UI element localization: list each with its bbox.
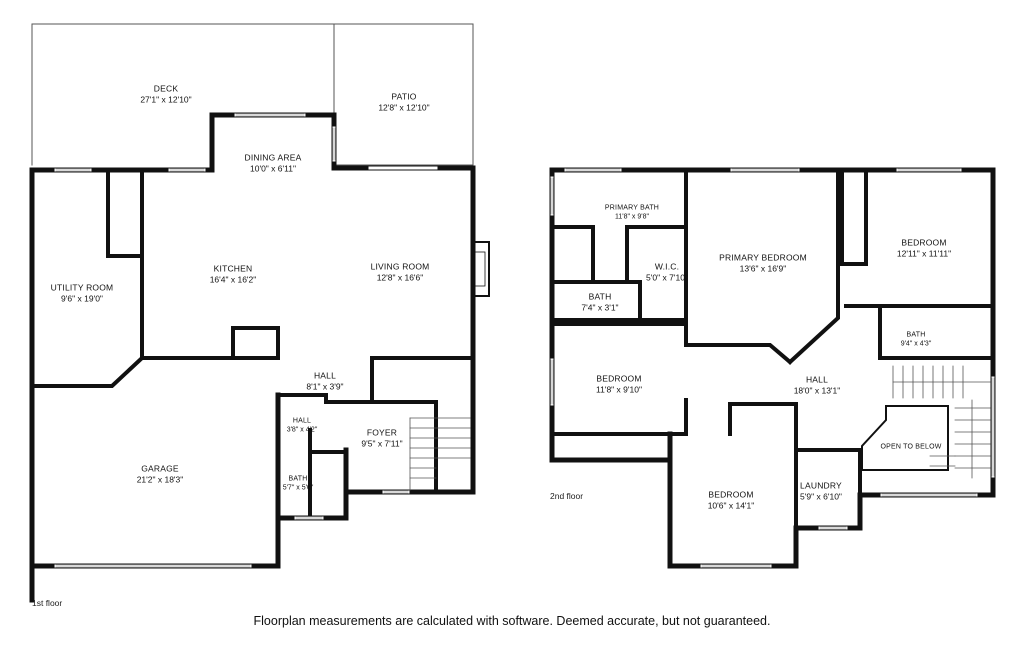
- room-dimensions: 10'0" x 6'11": [250, 164, 296, 174]
- room-dimensions: 8'1" x 3'9": [306, 382, 344, 392]
- room-dimensions: 3'8" x 4'2": [286, 427, 318, 434]
- second-floor-stairs: [892, 365, 991, 479]
- second-floor-exterior-walls: [549, 167, 996, 569]
- room-dimensions: 11'8" x 9'10": [596, 385, 642, 395]
- room-dimensions: 12'8" x 16'6": [376, 273, 424, 283]
- room-name: LAUNDRY: [800, 480, 842, 491]
- room-name: OPEN TO BELOW: [880, 443, 942, 451]
- room-label-dining-area: DINING AREA 10'0" x 6'11": [245, 153, 302, 176]
- room-label-utility-room: UTILITY ROOM 9'6" x 19'0": [51, 283, 114, 306]
- room-label-living-room: LIVING ROOM 12'8" x 16'6": [371, 262, 430, 285]
- room-dimensions: 12'8" x 12'10": [378, 103, 430, 113]
- room-label-primary-bath: PRIMARY BATH 11'8" x 9'8": [605, 204, 659, 223]
- room-dimensions: 7'4" x 3'1": [581, 303, 619, 313]
- room-dimensions: 13'6" x 16'9": [739, 264, 787, 274]
- second-floor-windows: [550, 168, 995, 568]
- room-label-bedroom-west: BEDROOM 11'8" x 9'10": [596, 374, 642, 397]
- room-label-bath-east: BATH 9'4" x 4'3": [901, 331, 932, 350]
- room-label-deck: DECK 27'1" x 12'10": [140, 84, 191, 107]
- second-floor-plan: [549, 167, 996, 569]
- room-dimensions: 9'5" x 7'11": [361, 439, 403, 449]
- room-label-bath-first-floor: BATH 5'7" x 5'6": [283, 475, 314, 494]
- room-label-laundry: LAUNDRY 5'9" x 6'10": [800, 481, 842, 504]
- room-label-open-to-below: OPEN TO BELOW: [880, 442, 941, 451]
- first-floor-windows: [54, 113, 438, 568]
- room-name: BATH: [288, 475, 308, 483]
- first-floor-plan: [29, 23, 490, 603]
- open-to-below-railing: [861, 405, 949, 471]
- room-label-bath-upstairs: BATH 7'4" x 3'1": [581, 292, 618, 315]
- room-name: LIVING ROOM: [370, 261, 430, 272]
- room-name: PATIO: [391, 91, 417, 102]
- room-label-wic: W.I.C. 5'0" x 7'10": [646, 262, 688, 285]
- floor-label-second: 2nd floor: [550, 491, 584, 501]
- room-name: GARAGE: [141, 463, 179, 474]
- room-dimensions: 16'4" x 16'2": [209, 275, 257, 285]
- room-name: FOYER: [366, 427, 398, 438]
- disclaimer-text: Floorplan measurements are calculated wi…: [253, 614, 771, 628]
- room-dimensions: 5'7" x 5'6": [282, 485, 314, 492]
- second-floor-interior-walls: [550, 168, 995, 530]
- second-floor-window-panes: [550, 168, 995, 568]
- room-name: KITCHEN: [213, 263, 253, 274]
- room-dimensions: 12'11" x 11'11": [896, 249, 952, 259]
- room-dimensions: 5'0" x 7'10": [646, 273, 688, 283]
- room-name: W.I.C.: [654, 261, 680, 272]
- room-dimensions: 5'9" x 6'10": [800, 492, 842, 502]
- fireplace: [472, 241, 490, 297]
- room-name: BEDROOM: [901, 237, 947, 248]
- room-dimensions: 10'6" x 14'1": [707, 501, 755, 511]
- room-dimensions: 21'2" x 18'3": [136, 475, 184, 485]
- room-name: BEDROOM: [708, 489, 754, 500]
- room-name: HALL: [292, 417, 312, 425]
- room-name: PRIMARY BATH: [604, 204, 660, 212]
- room-name: DECK: [153, 83, 179, 94]
- room-dimensions: 9'4" x 4'3": [900, 341, 932, 348]
- room-dimensions: 18'0" x 13'1": [793, 386, 841, 396]
- room-label-garage: GARAGE 21'2" x 18'3": [137, 464, 184, 487]
- room-name: HALL: [313, 370, 337, 381]
- room-label-hall: HALL 8'1" x 3'9": [306, 371, 343, 394]
- room-name: DINING AREA: [244, 152, 302, 163]
- room-label-kitchen: KITCHEN 16'4" x 16'2": [210, 264, 257, 287]
- room-name: UTILITY ROOM: [50, 282, 114, 293]
- room-name: HALL: [805, 374, 829, 385]
- room-dimensions: 9'6" x 19'0": [61, 294, 103, 304]
- room-name: BEDROOM: [596, 373, 642, 384]
- room-label-bedroom-ne: BEDROOM 12'11" x 11'11": [897, 238, 951, 261]
- room-label-primary-bedroom: PRIMARY BEDROOM 13'6" x 16'9": [719, 253, 807, 276]
- room-label-hall-upstairs: HALL 18'0" x 13'1": [794, 375, 841, 398]
- room-label-hall-small: HALL 3'8" x 4'2": [287, 417, 318, 436]
- first-floor-window-panes: [55, 113, 409, 568]
- room-name: BATH: [588, 291, 612, 302]
- floor-label-first: 1st floor: [32, 598, 63, 608]
- room-label-patio: PATIO 12'8" x 12'10": [378, 92, 429, 115]
- room-dimensions: 11'8" x 9'8": [615, 214, 649, 221]
- room-name: BATH: [906, 331, 926, 339]
- room-name: PRIMARY BEDROOM: [719, 252, 807, 263]
- room-dimensions: 27'1" x 12'10": [140, 95, 192, 105]
- first-floor-stairs: [409, 417, 471, 491]
- room-label-foyer: FOYER 9'5" x 7'11": [361, 428, 402, 451]
- room-label-bedroom-south: BEDROOM 10'6" x 14'1": [708, 490, 755, 513]
- first-floor-interior-walls: [30, 168, 475, 520]
